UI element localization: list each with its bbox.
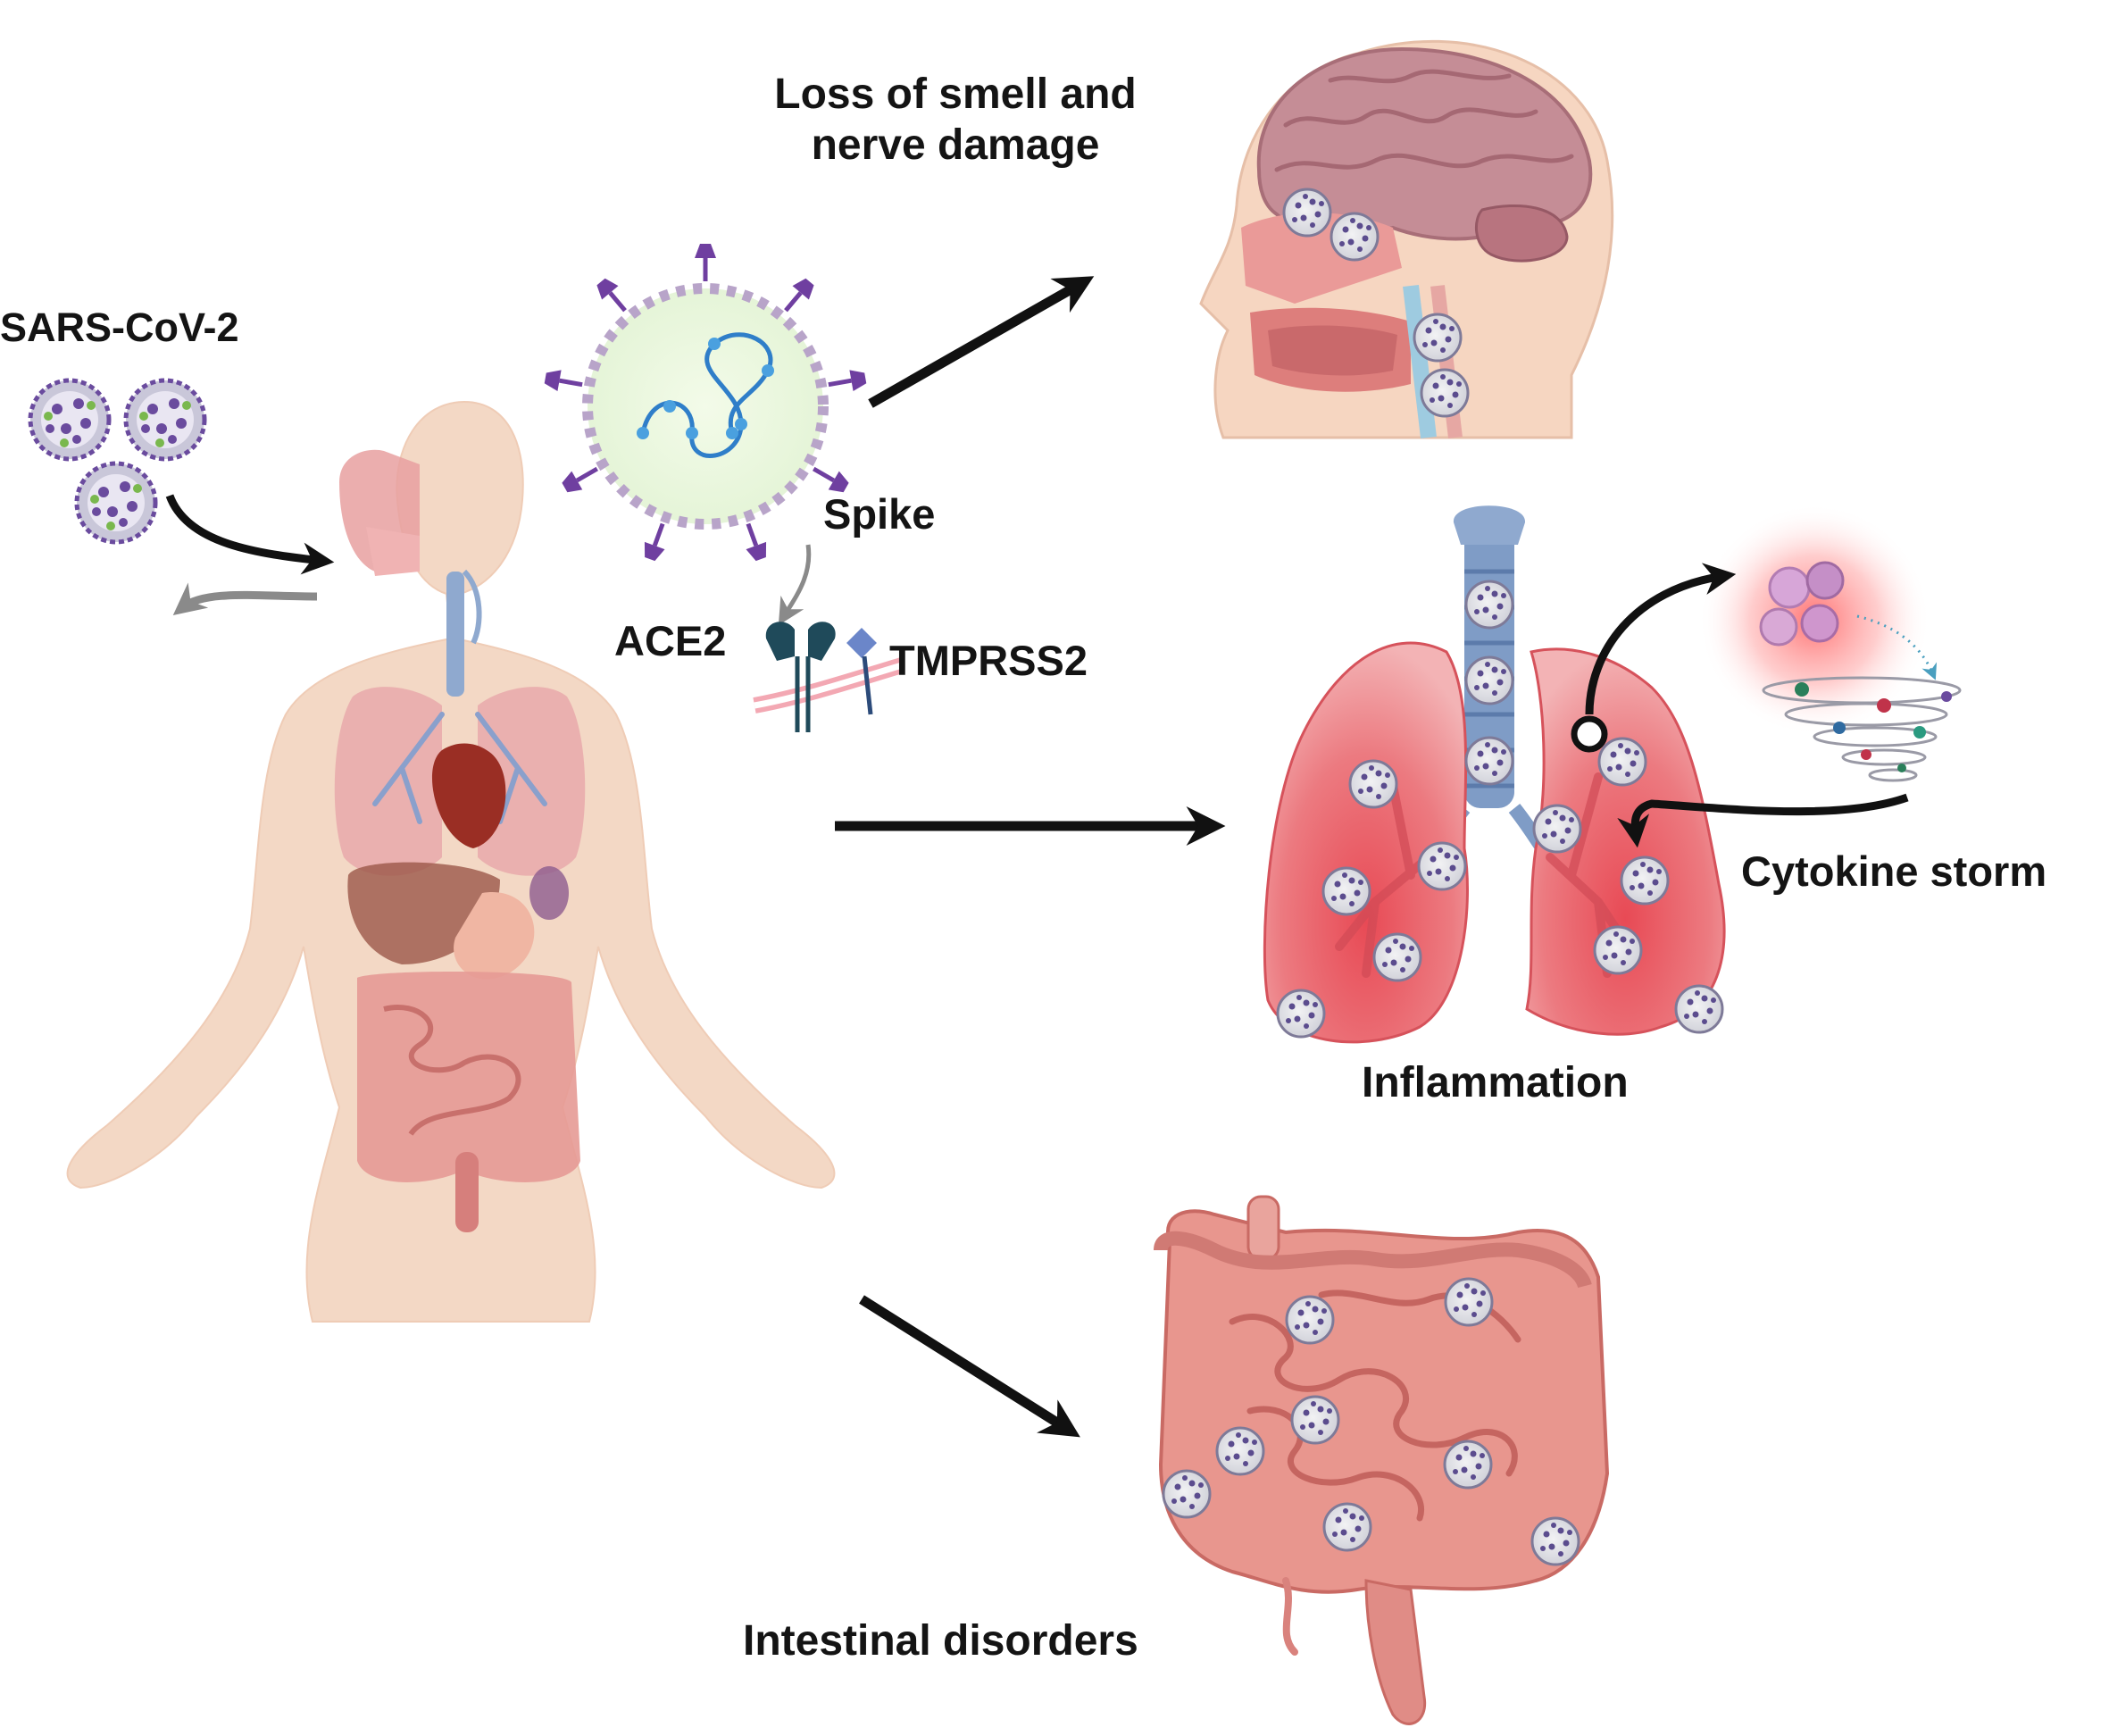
human-body-figure [66,400,836,1323]
arrow-to-intestine [859,1295,1080,1438]
tmprss2-label: TMPRSS2 [889,637,1088,684]
sars-cov-2-label: SARS-CoV-2 [0,305,239,350]
lungs-illustration [1263,505,1726,1044]
brain-effect-line-1: Loss of smell and [774,71,1137,118]
inflammation-label: Inflammation [1362,1059,1629,1106]
spike-label: Spike [823,490,936,538]
ace2-label: ACE2 [614,617,727,664]
cytokine-storm-label: Cytokine storm [1741,847,2047,895]
cytokine-feedback-arrow [1617,793,1909,848]
head-brain-illustration [1199,39,1614,439]
cytokine-storm-illustration [1698,504,1962,782]
brain-effect-label: Loss of smell and nerve damage [723,70,1188,171]
arrow-to-brain [868,276,1095,408]
virion-spike-diagram [544,244,868,563]
exhale-arrow [172,582,318,615]
feedback-node [1571,715,1608,753]
intestinal-disorders-label: Intestinal disorders [743,1617,1138,1665]
inhale-arrow [165,494,335,575]
brain-effect-line-2: nerve damage [811,121,1100,169]
to-cytokine-arrow [1585,563,1737,715]
ace2-tmprss2-membrane [753,622,904,732]
intestine-illustration [1154,1195,1610,1725]
spike-binding-arrow [778,544,812,626]
